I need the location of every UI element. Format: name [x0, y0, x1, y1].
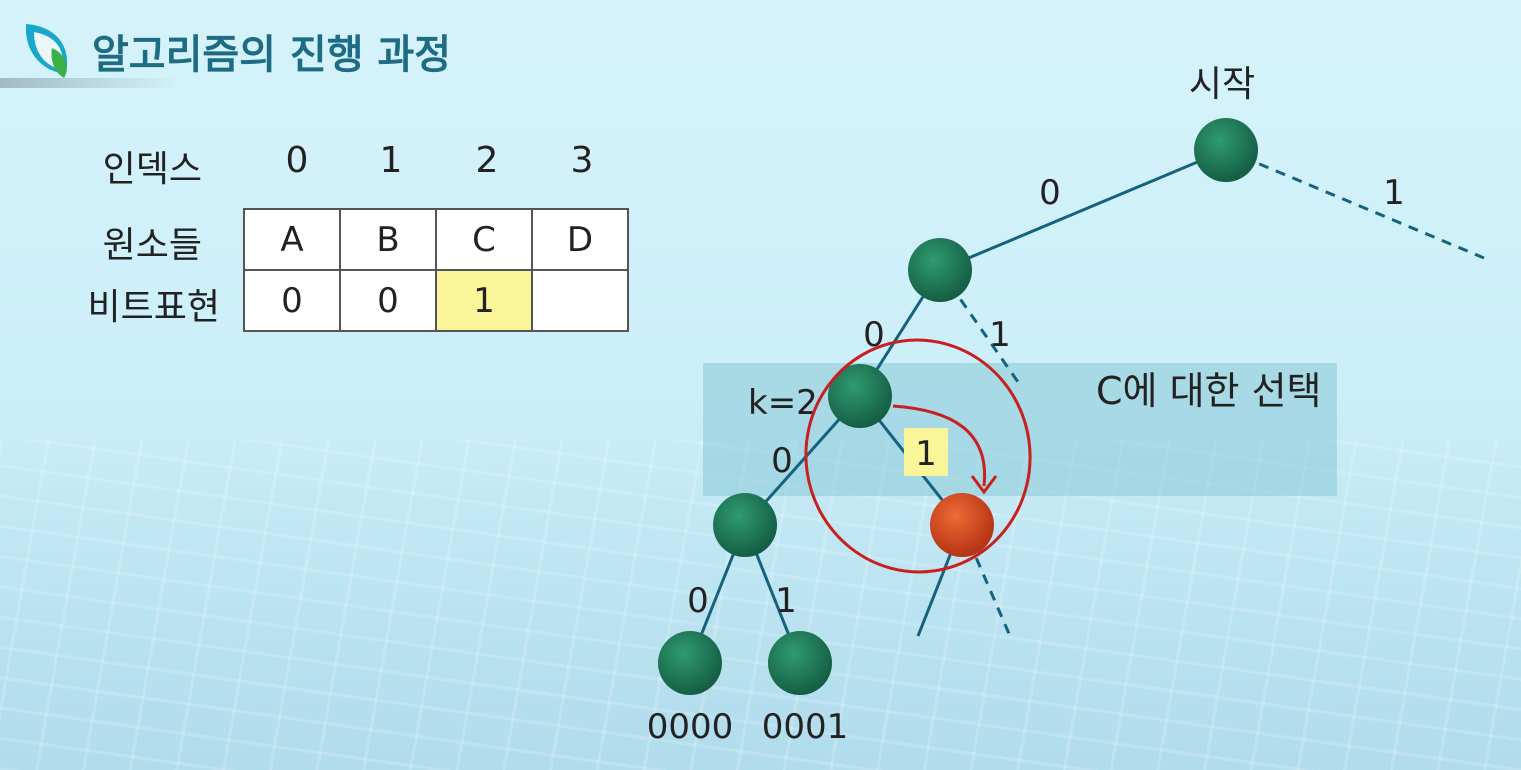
tree-node-leaf	[658, 631, 722, 695]
tree-node-root	[1194, 118, 1258, 182]
edge-label: 0	[863, 315, 885, 355]
tree-edge-dashed	[1225, 148, 1485, 260]
element-cell: D	[531, 208, 629, 271]
edge-label: 1	[775, 581, 797, 621]
slide-title: 알고리즘의 진행 과정	[92, 32, 452, 78]
edge-label: 0	[1039, 173, 1061, 213]
tree-node	[908, 238, 972, 302]
tree-node	[713, 493, 777, 557]
bit-cell: 0	[243, 269, 341, 332]
leaf-label: 0000	[647, 707, 734, 747]
annotation-circle	[804, 338, 1032, 574]
highlighted-edge-label-bg	[904, 428, 948, 476]
tree-edge	[939, 148, 1227, 272]
tree-node-selected	[930, 493, 994, 557]
element-cell: C	[435, 208, 533, 271]
index-number: 2	[475, 140, 499, 181]
edge-label: 0	[771, 441, 793, 481]
leaf-logo-icon	[25, 24, 68, 78]
annotation-arrowhead	[970, 475, 998, 495]
index-number: 0	[285, 140, 309, 181]
bit-cell-highlighted: 1	[435, 269, 533, 332]
k-label: k=2	[748, 383, 818, 423]
leaf-label: 0001	[762, 707, 849, 747]
annotation-arrow	[892, 404, 987, 487]
elements-row: A B C D	[243, 208, 629, 271]
edge-label: 0	[687, 581, 709, 621]
edge-label-highlighted: 1	[915, 434, 937, 474]
elements-row-label: 원소들	[102, 225, 202, 266]
index-row-label: 인덱스	[102, 149, 202, 190]
tree-node-leaf	[768, 631, 832, 695]
element-cell: A	[243, 208, 341, 271]
bit-cell: 0	[339, 269, 437, 332]
tree-node	[828, 364, 892, 428]
index-number: 1	[379, 140, 403, 181]
start-label: 시작	[1189, 64, 1255, 105]
edge-label: 1	[989, 315, 1011, 355]
bits-row: 0 0 1	[243, 269, 629, 332]
index-number: 3	[570, 140, 594, 181]
bit-cell	[531, 269, 629, 332]
bits-row-label: 비트표현	[87, 287, 220, 328]
band-label: C에 대한 선택	[1096, 369, 1322, 413]
element-cell: B	[339, 208, 437, 271]
title-underline	[0, 78, 180, 88]
bit-table: A B C D 0 0 1	[243, 208, 629, 332]
edge-label: 1	[1383, 173, 1405, 213]
slide-header: 알고리즘의 진행 과정	[0, 0, 520, 96]
